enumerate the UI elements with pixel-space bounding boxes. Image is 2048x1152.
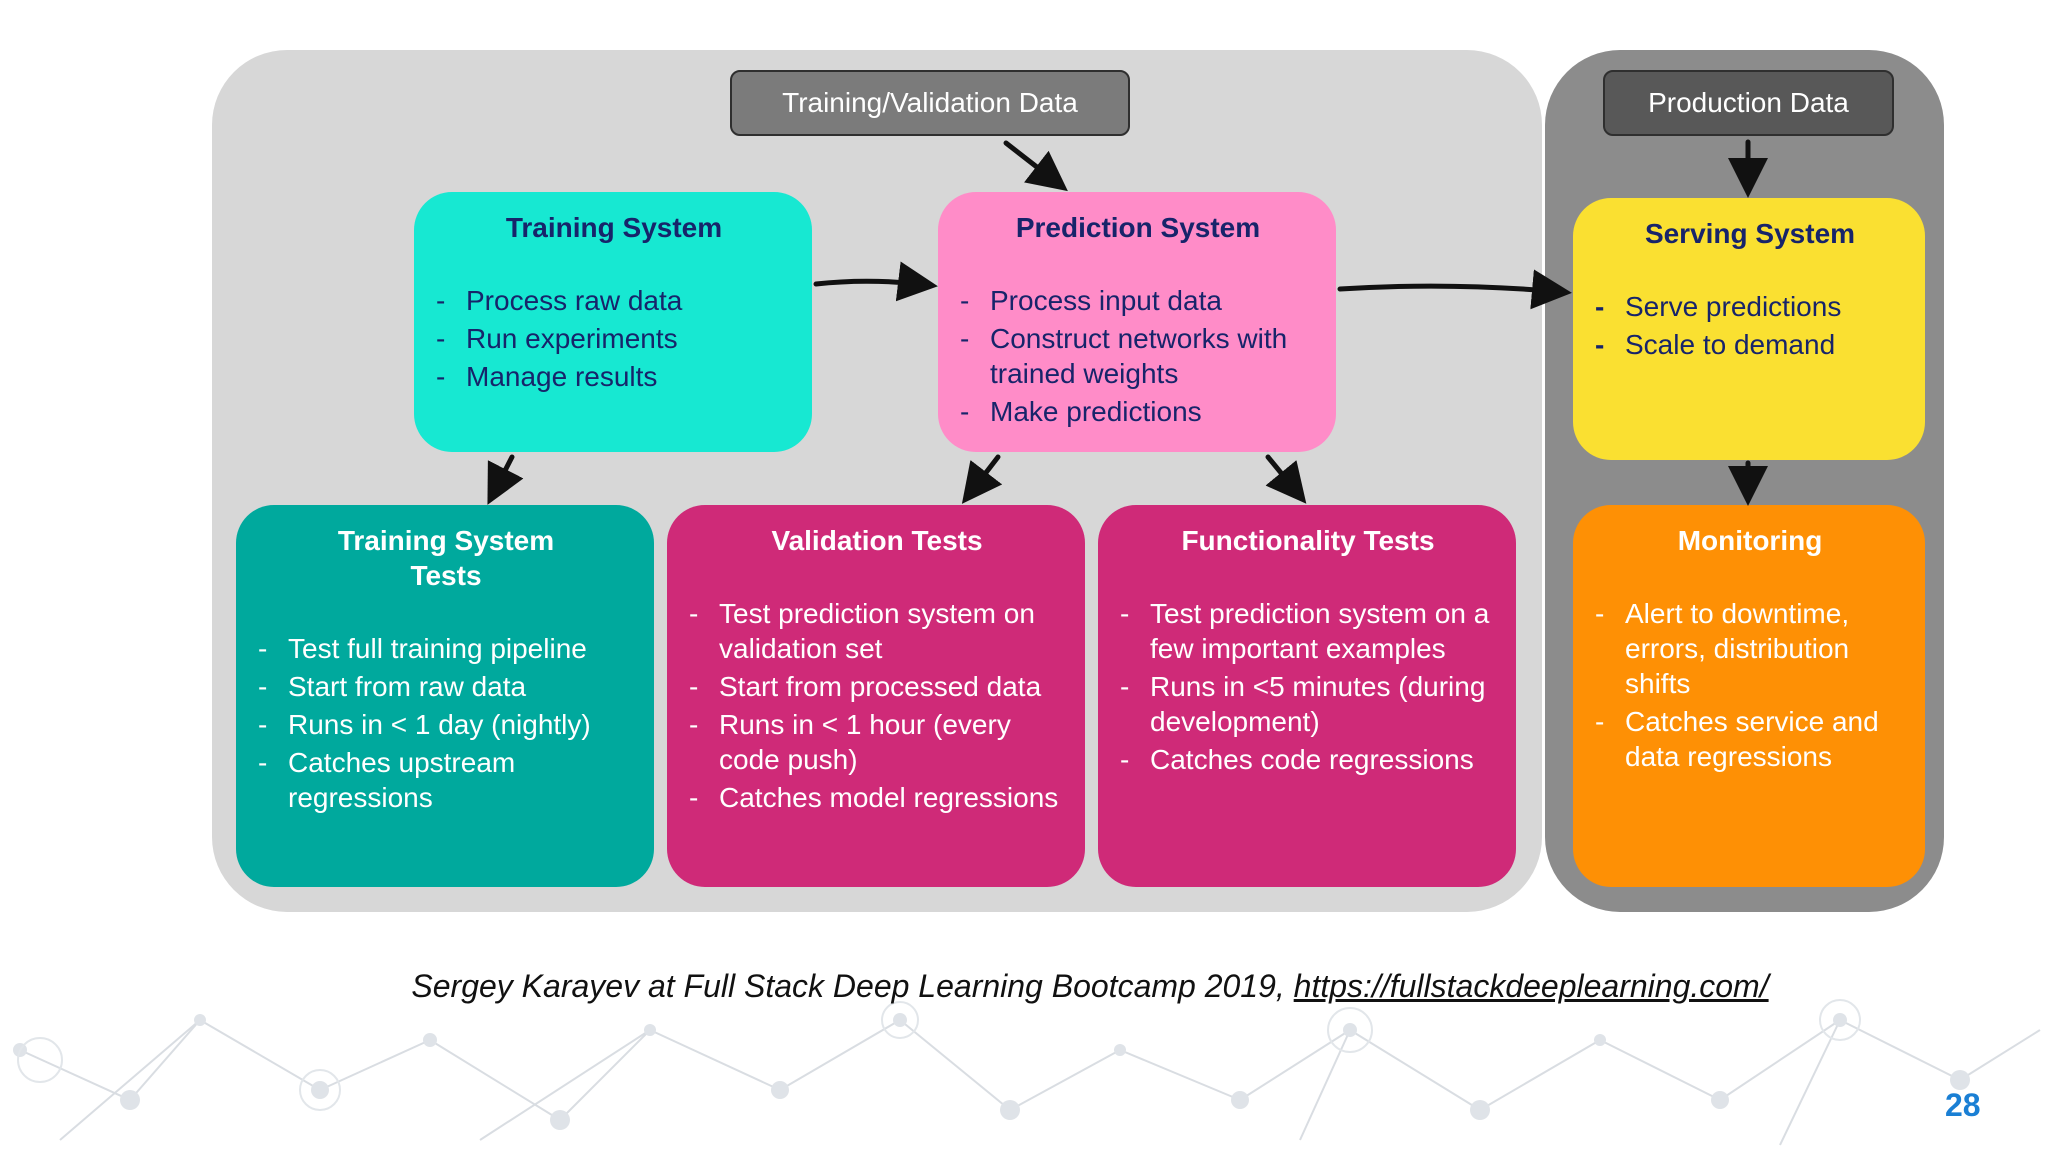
- list-item: Manage results: [434, 359, 794, 394]
- list-item: Catches code regressions: [1118, 742, 1498, 777]
- network-pattern-background: [13, 999, 2041, 1146]
- validation-tests-title: Validation Tests: [771, 525, 983, 556]
- functionality-tests-title: Functionality Tests: [1181, 525, 1435, 556]
- list-item: Start from processed data: [687, 669, 1067, 704]
- functionality-tests-box: Functionality Tests Test prediction syst…: [1098, 505, 1516, 887]
- list-item: Test prediction system on a few importan…: [1118, 596, 1498, 666]
- list-item: Construct networks with trained weights: [958, 321, 1318, 391]
- list-item: Run experiments: [434, 321, 794, 356]
- list-item: Start from raw data: [256, 669, 636, 704]
- monitoring-title: Monitoring: [1677, 525, 1823, 556]
- list-item: Process input data: [958, 283, 1318, 318]
- list-item: Catches model regressions: [687, 780, 1067, 815]
- list-item: Runs in <5 minutes (during development): [1118, 669, 1498, 739]
- citation-link[interactable]: https://fullstackdeeplearning.com/: [1293, 968, 1769, 1004]
- list-item: Serve predictions: [1593, 289, 1907, 324]
- prediction-system-box: Prediction System Process input data Con…: [938, 192, 1336, 452]
- list-item: Catches service and data regressions: [1593, 704, 1907, 774]
- monitoring-box: Monitoring Alert to downtime, errors, di…: [1573, 505, 1925, 887]
- citation-caption: Sergey Karayev at Full Stack Deep Learni…: [0, 968, 2048, 1005]
- serving-system-box: Serving System Serve predictions Scale t…: [1573, 198, 1925, 460]
- page-number: 28: [1945, 1087, 1981, 1123]
- training-system-box: Training System Process raw data Run exp…: [414, 192, 812, 452]
- serving-system-title: Serving System: [1644, 218, 1856, 249]
- list-item: Alert to downtime, errors, distribution …: [1593, 596, 1907, 701]
- production-data-label: Production Data: [1603, 70, 1894, 136]
- validation-tests-box: Validation Tests Test prediction system …: [667, 505, 1085, 887]
- list-item: Runs in < 1 hour (every code push): [687, 707, 1067, 777]
- list-item: Test full training pipeline: [256, 631, 636, 666]
- list-item: Runs in < 1 day (nightly): [256, 707, 636, 742]
- citation-text: Sergey Karayev at Full Stack Deep Learni…: [411, 968, 1294, 1004]
- training-system-title: Training System: [505, 212, 723, 243]
- list-item: Process raw data: [434, 283, 794, 318]
- list-item: Test prediction system on validation set: [687, 596, 1067, 666]
- list-item: Catches upstream regressions: [256, 745, 636, 815]
- list-item: Make predictions: [958, 394, 1318, 429]
- training-validation-data-label: Training/Validation Data: [730, 70, 1130, 136]
- training-system-tests-title: Training System Tests: [337, 525, 555, 591]
- prediction-system-title: Prediction System: [1015, 212, 1261, 243]
- training-system-tests-box: Training System Tests Test full training…: [236, 505, 654, 887]
- list-item: Scale to demand: [1593, 327, 1907, 362]
